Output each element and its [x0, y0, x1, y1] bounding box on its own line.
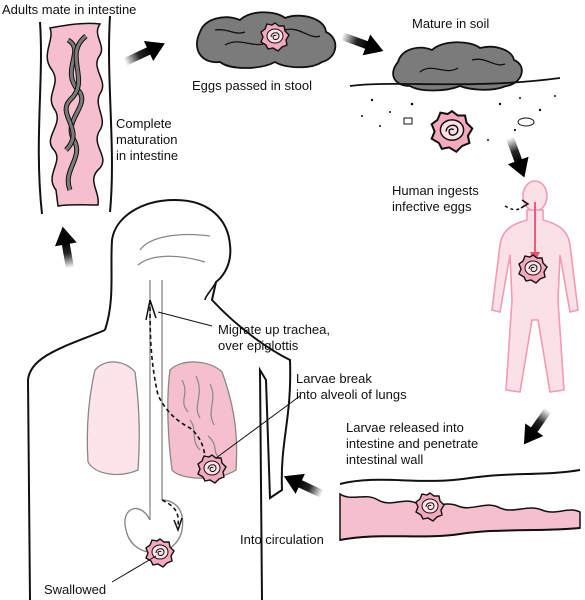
- leader-lines: [111, 311, 301, 583]
- label-released-2: intestine and penetrate: [346, 436, 479, 451]
- stool-with-egg: [196, 11, 337, 69]
- label-larvae-break-1: Larvae break: [296, 371, 372, 386]
- label-swallowed: Swallowed: [44, 582, 107, 597]
- human-figure-pink: [491, 180, 579, 393]
- intestine-segment: [339, 469, 581, 541]
- intestine-adult-worms: [37, 15, 113, 215]
- label-larvae-break-2: into alveoli of lungs: [296, 387, 407, 402]
- label-migrate-1: Migrate up trachea,: [218, 322, 331, 337]
- label-adults-mate: Adults mate in intestine: [2, 2, 137, 17]
- cycle-arrows: [54, 32, 552, 498]
- label-eggs-passed: Eggs passed in stool: [192, 78, 312, 93]
- label-complete-1: Complete: [116, 116, 172, 131]
- label-released-1: Larvae released into: [346, 420, 464, 435]
- label-released-3: intestinal wall: [346, 452, 424, 467]
- soil-with-egg: [349, 41, 561, 153]
- label-into-circulation: Into circulation: [240, 532, 324, 547]
- label-mature-soil: Mature in soil: [412, 16, 490, 31]
- label-complete-3: in intestine: [116, 148, 179, 163]
- label-ingests-2: infective eggs: [392, 199, 472, 214]
- human-outline-respiratory: [26, 198, 292, 600]
- label-ingests-1: Human ingests: [392, 183, 479, 198]
- label-complete-2: maturation: [116, 132, 178, 147]
- label-migrate-2: over epiglottis: [218, 338, 299, 353]
